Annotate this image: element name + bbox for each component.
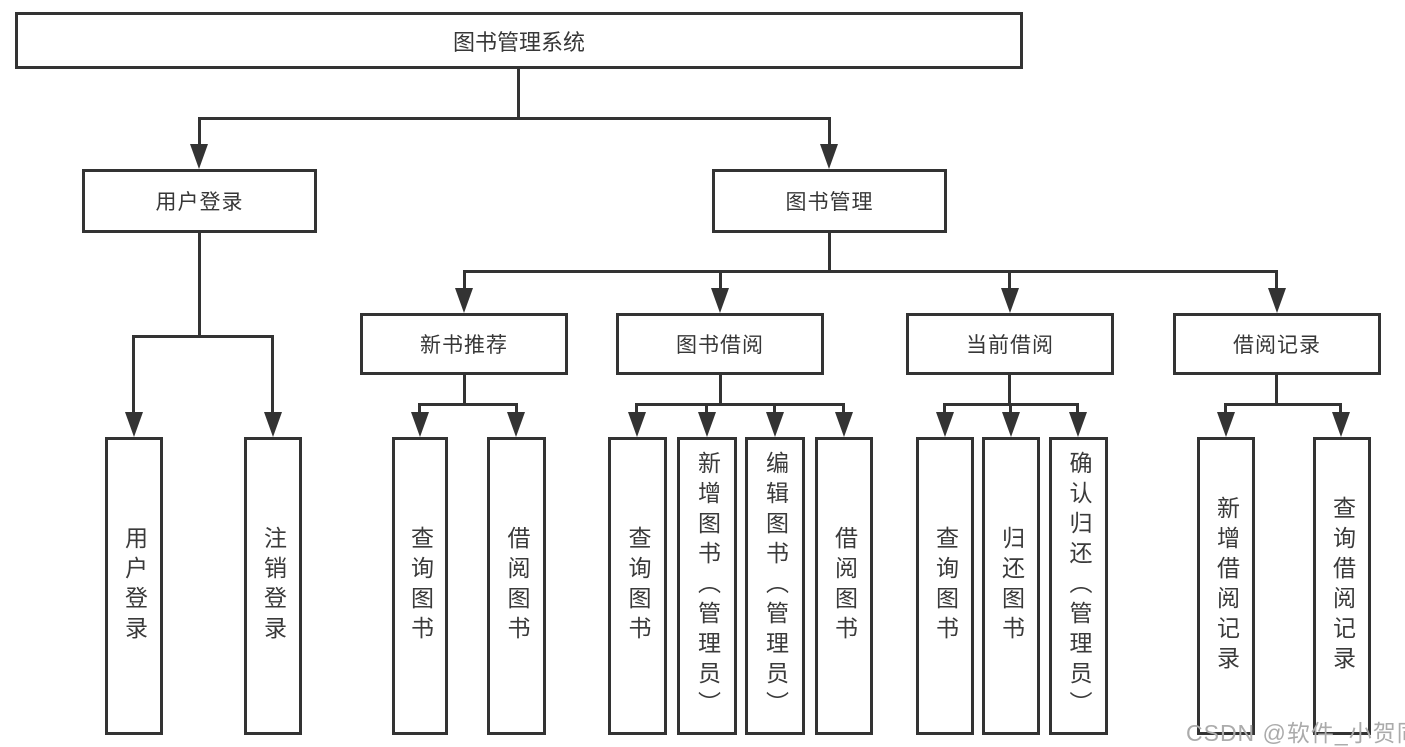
- node-root-label: 图书管理系统: [452, 29, 585, 55]
- connector-line: [1224, 403, 1342, 406]
- node-book-management: 图书管理: [712, 169, 947, 233]
- connector-line: [719, 270, 722, 295]
- leaf-user-login-label: 用户登录: [121, 526, 148, 646]
- connector-line: [828, 233, 831, 272]
- leaf-edit-book-admin: 编辑图书（管理员）: [745, 437, 805, 735]
- leaf-logout-label: 注销登录: [260, 526, 287, 646]
- connector-line: [198, 117, 831, 120]
- node-new-book-recommend-label: 新书推荐: [420, 334, 508, 357]
- leaf-query-books-3: 查询图书: [916, 437, 974, 735]
- leaf-query-books-2-label: 查询图书: [625, 526, 651, 646]
- connector-line: [517, 69, 520, 119]
- node-book-borrow-label: 图书借阅: [676, 334, 764, 357]
- arrow-down-icon: [1217, 412, 1235, 437]
- connector-line: [198, 233, 201, 338]
- arrow-down-icon: [455, 288, 473, 313]
- arrow-down-icon: [628, 412, 646, 437]
- node-root: 图书管理系统: [15, 12, 1023, 69]
- leaf-return-books-label: 归还图书: [998, 526, 1025, 646]
- connector-line: [463, 270, 466, 295]
- arrow-down-icon: [766, 412, 784, 437]
- arrow-down-icon: [264, 412, 282, 437]
- node-current-borrow-label: 当前借阅: [966, 334, 1054, 357]
- leaf-logout: 注销登录: [244, 437, 302, 735]
- leaf-edit-book-admin-label: 编辑图书（管理员）: [762, 451, 789, 721]
- connector-line: [132, 335, 274, 338]
- node-borrow-records: 借阅记录: [1173, 313, 1381, 375]
- leaf-query-books-3-label: 查询图书: [932, 526, 959, 646]
- arrow-down-icon: [711, 288, 729, 313]
- connector-line: [635, 403, 845, 406]
- node-book-management-label: 图书管理: [785, 191, 874, 214]
- leaf-query-books-2: 查询图书: [608, 437, 667, 735]
- arrow-down-icon: [1002, 412, 1020, 437]
- arrow-down-icon: [835, 412, 853, 437]
- arrow-down-icon: [190, 144, 208, 169]
- connector-line: [418, 403, 518, 406]
- connector-line: [271, 335, 274, 423]
- leaf-borrow-books-1: 借阅图书: [487, 437, 546, 735]
- leaf-return-books: 归还图书: [982, 437, 1040, 735]
- leaf-borrow-books-1-label: 借阅图书: [504, 526, 530, 646]
- arrow-down-icon: [125, 412, 143, 437]
- connector-line: [1008, 270, 1011, 295]
- leaf-user-login: 用户登录: [105, 437, 163, 735]
- connector-line: [132, 335, 135, 423]
- connector-line: [828, 117, 831, 150]
- leaf-confirm-return-admin-label: 确认归还（管理员）: [1066, 451, 1092, 721]
- arrow-down-icon: [411, 412, 429, 437]
- node-book-borrow: 图书借阅: [616, 313, 824, 375]
- node-user-login-label: 用户登录: [155, 191, 244, 214]
- leaf-add-book-admin-label: 新增图书（管理员）: [694, 451, 721, 721]
- leaf-query-books-1-label: 查询图书: [407, 526, 434, 646]
- arrow-down-icon: [1069, 412, 1087, 437]
- arrow-down-icon: [1332, 412, 1350, 437]
- leaf-borrow-books-2: 借阅图书: [815, 437, 873, 735]
- connector-line: [463, 270, 1278, 273]
- csdn-watermark: CSDN @软件_小贺同学: [1186, 720, 1405, 746]
- node-borrow-records-label: 借阅记录: [1233, 334, 1321, 357]
- leaf-add-borrow-record-label: 新增借阅记录: [1213, 496, 1240, 676]
- leaf-confirm-return-admin: 确认归还（管理员）: [1049, 437, 1108, 735]
- connector-line: [1275, 270, 1278, 295]
- arrow-down-icon: [1001, 288, 1019, 313]
- connector-line: [198, 117, 201, 150]
- arrow-down-icon: [698, 412, 716, 437]
- node-user-login: 用户登录: [82, 169, 317, 233]
- node-current-borrow: 当前借阅: [906, 313, 1114, 375]
- leaf-borrow-books-2-label: 借阅图书: [831, 526, 858, 646]
- node-new-book-recommend: 新书推荐: [360, 313, 568, 375]
- connector-line: [1008, 375, 1011, 406]
- leaf-query-books-1: 查询图书: [392, 437, 448, 735]
- leaf-query-borrow-record: 查询借阅记录: [1313, 437, 1371, 735]
- leaf-add-borrow-record: 新增借阅记录: [1197, 437, 1255, 735]
- arrow-down-icon: [1268, 288, 1286, 313]
- connector-line: [463, 375, 466, 406]
- connector-line: [719, 375, 722, 406]
- arrow-down-icon: [507, 412, 525, 437]
- leaf-add-book-admin: 新增图书（管理员）: [677, 437, 737, 735]
- arrow-down-icon: [936, 412, 954, 437]
- connector-line: [1275, 375, 1278, 406]
- arrow-down-icon: [820, 144, 838, 169]
- leaf-query-borrow-record-label: 查询借阅记录: [1329, 496, 1356, 676]
